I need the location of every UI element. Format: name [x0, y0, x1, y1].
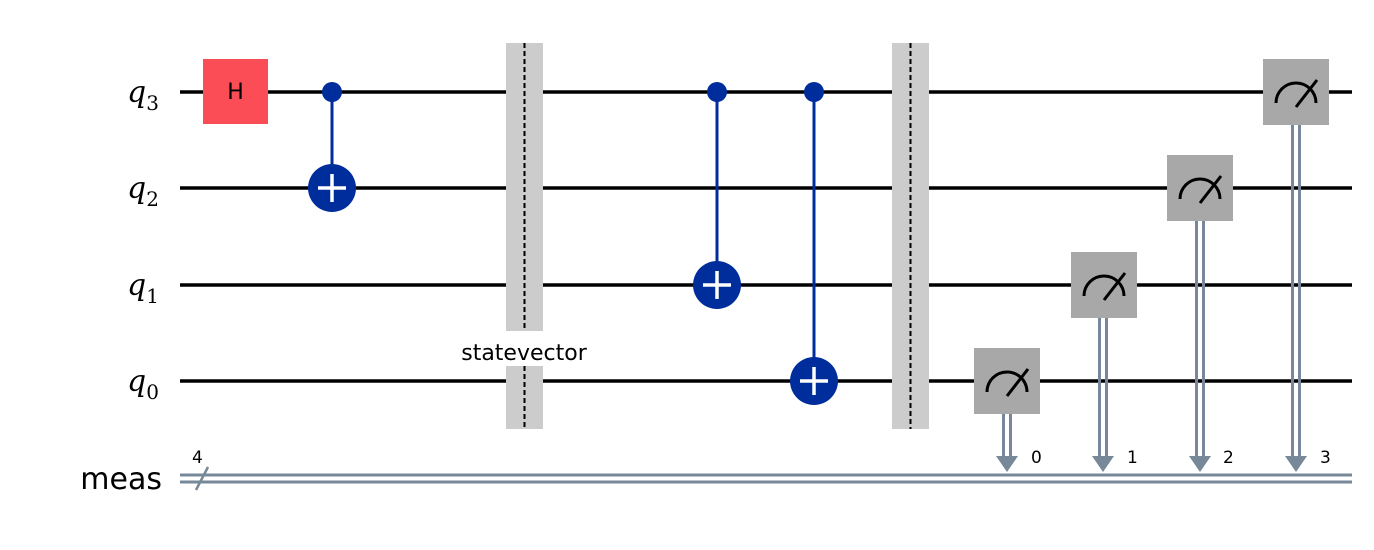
meter-icon: [1178, 177, 1222, 200]
qubit-label-q3: q3: [127, 75, 159, 115]
meter-icon: [1082, 274, 1126, 297]
measure-q3: 3: [1263, 59, 1331, 472]
meter-icon: [985, 370, 1029, 393]
control-dot: [804, 82, 824, 102]
clbit-label-2: 2: [1223, 448, 1234, 468]
qubit-label-q0: q0: [127, 364, 159, 404]
clbit-label-1: 1: [1127, 448, 1138, 468]
barrier-label: statevector: [461, 341, 587, 366]
meter-icon: [1274, 81, 1318, 104]
cx-gate-q3-q2: [308, 82, 356, 212]
barrier-statevector: statevector: [461, 43, 588, 429]
h-gate-label: H: [227, 80, 244, 105]
control-dot: [707, 82, 727, 102]
classical-register-label: meas: [80, 462, 162, 497]
register-size: 4: [192, 448, 203, 468]
measure-q0: 0: [974, 348, 1042, 472]
register-slash: [194, 466, 210, 491]
quantum-wires: [180, 90, 1352, 383]
barrier-2: [892, 43, 929, 429]
clbit-label-3: 3: [1320, 448, 1331, 468]
h-gate: H: [203, 59, 268, 124]
cx-gate-q3-q0: [790, 82, 838, 405]
qubit-label-q2: q2: [127, 171, 159, 211]
clbit-label-0: 0: [1031, 448, 1042, 468]
qubit-label-q1: q1: [127, 268, 159, 308]
cx-gate-q3-q1: [693, 82, 741, 309]
measure-q2: 2: [1167, 155, 1234, 472]
measure-q1: 1: [1071, 252, 1138, 472]
qubit-labels: q3 q2 q1 q0 meas: [80, 75, 162, 497]
classical-wire: [180, 473, 1352, 484]
control-dot: [322, 82, 342, 102]
